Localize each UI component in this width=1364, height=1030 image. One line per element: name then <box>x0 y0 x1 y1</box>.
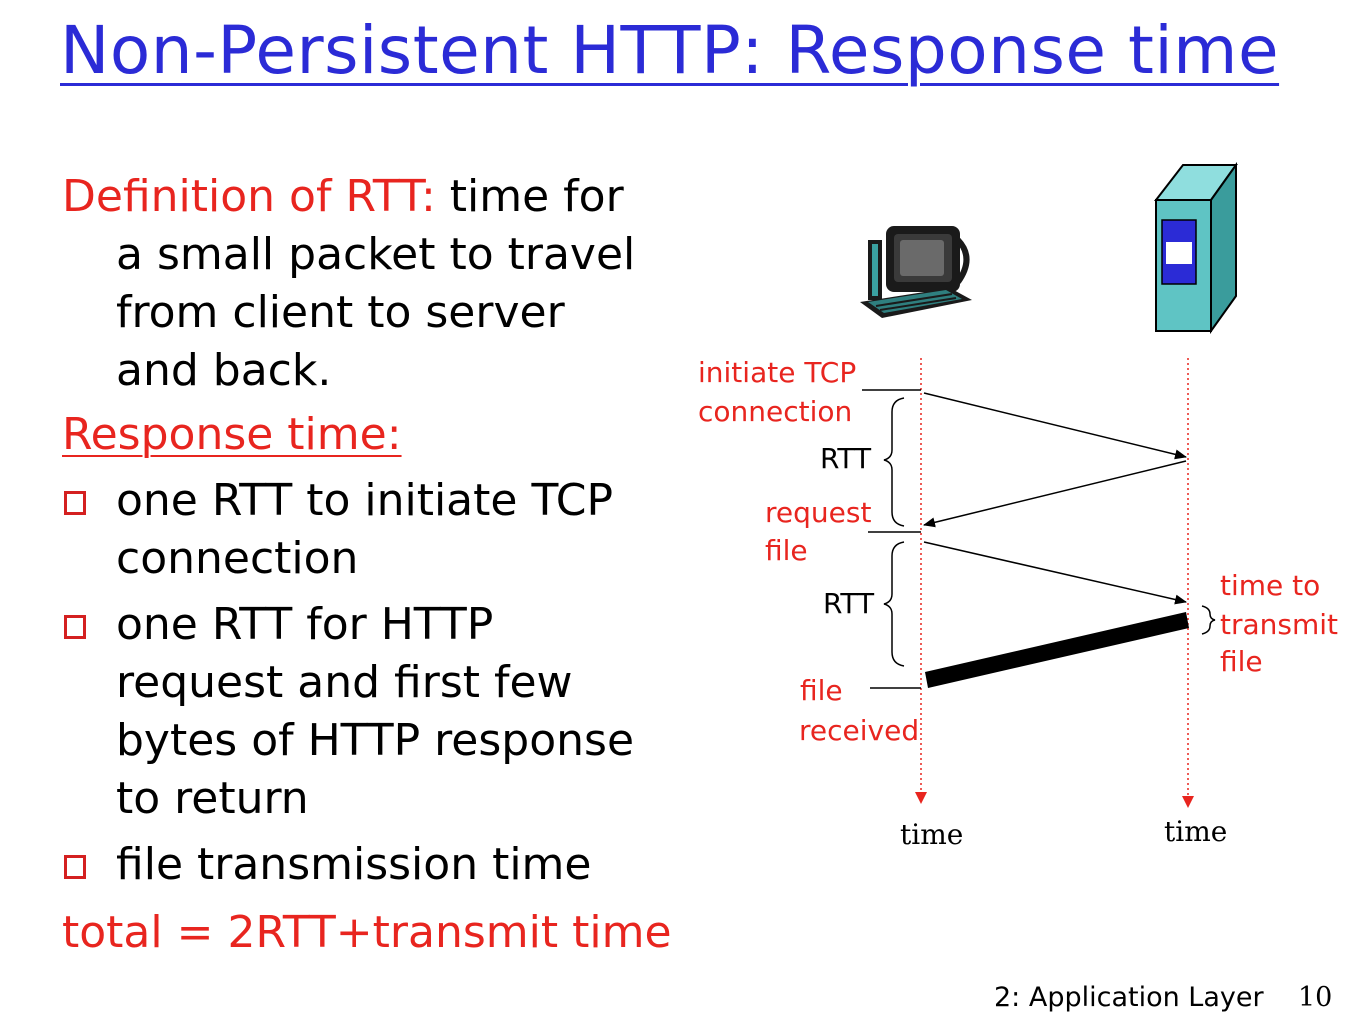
bullet-3: file transmission time <box>62 836 702 894</box>
transmit-label-1: time to <box>1220 569 1320 602</box>
synack-arrow <box>923 460 1187 528</box>
bullet-1: one RTT to initiate TCP connection <box>62 472 702 588</box>
client-time-label: time <box>900 818 963 851</box>
slide-body: Definition of RTT: time for a small pack… <box>62 168 702 962</box>
rtt-label-2: RTT <box>823 587 875 620</box>
transmit-label-3: file <box>1220 645 1263 678</box>
transmit-label-2: transmit <box>1220 608 1338 641</box>
client-computer-icon <box>860 226 972 318</box>
definition-line-2: from client to server <box>116 287 565 338</box>
definition-line-1: a small packet to travel <box>116 229 636 280</box>
client-timeline-arrow-icon <box>915 792 927 804</box>
file-transfer-bar <box>925 612 1189 688</box>
bullet-2-line-1: one RTT for HTTP <box>116 599 494 650</box>
bullet-2-line-4: to return <box>116 773 309 824</box>
definition-label: Definition of RTT: <box>62 171 436 222</box>
initiate-label-1: initiate TCP <box>698 356 856 389</box>
server-time-label: time <box>1164 815 1227 848</box>
request-arrow <box>923 541 1187 605</box>
transmit-brace <box>1201 605 1216 635</box>
bullet-box-icon <box>64 615 86 639</box>
total-line: total = 2RTT+transmit time <box>62 907 672 958</box>
rtt-brace-2 <box>883 541 905 667</box>
rtt-brace-1 <box>883 397 905 527</box>
server-icon <box>1153 161 1238 335</box>
request-label-2: file <box>765 534 808 567</box>
received-label-2: received <box>799 714 919 747</box>
footer-page-number: 10 <box>1298 982 1333 1013</box>
server-timeline-arrow-icon <box>1182 796 1194 808</box>
slide-title: Non-Persistent HTTP: Response time <box>60 12 1280 89</box>
bullet-2: one RTT for HTTP request and first few b… <box>62 596 702 828</box>
request-label-1: request <box>765 496 871 529</box>
definition-paragraph: Definition of RTT: time for <box>62 168 702 226</box>
syn-arrow <box>923 392 1187 460</box>
bullet-1-line-1: one RTT to initiate TCP <box>116 475 613 526</box>
bullet-box-icon <box>64 855 86 879</box>
definition-first: time for <box>435 171 624 222</box>
initiate-label-2: connection <box>698 395 852 428</box>
received-label-1: file <box>800 674 843 707</box>
footer-chapter: 2: Application Layer <box>994 982 1264 1013</box>
definition-line-3: and back. <box>116 345 332 396</box>
bullet-2-line-3: bytes of HTTP response <box>116 715 635 766</box>
response-heading: Response time: <box>62 409 402 460</box>
bullet-3-line-1: file transmission time <box>116 839 592 890</box>
rtt-label-1: RTT <box>820 442 872 475</box>
bullet-1-line-2: connection <box>116 533 359 584</box>
bullet-2-line-2: request and first few <box>116 657 573 708</box>
bullet-box-icon <box>64 491 86 515</box>
